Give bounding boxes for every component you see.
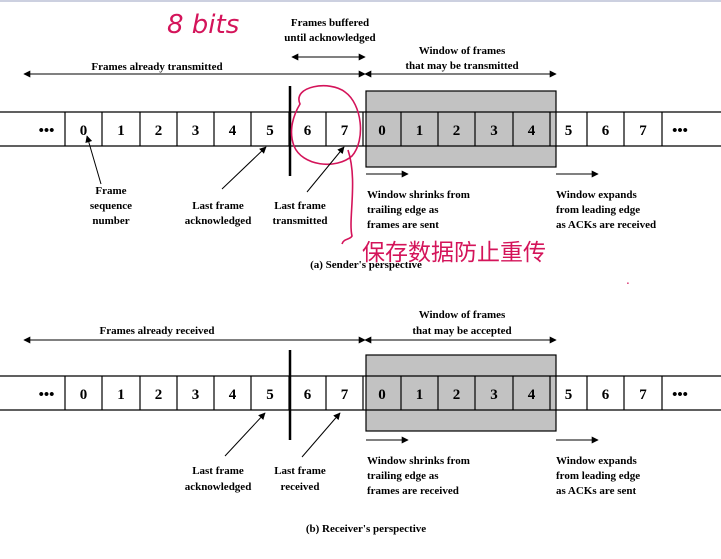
receiver-frame-number-6: 5 <box>266 387 274 403</box>
receiver-frame-number-2: 1 <box>117 387 125 403</box>
last-tx-arrow <box>306 146 345 193</box>
receiver-frame-number-0: ••• <box>39 387 55 403</box>
handwritten-chinese-note: 保存数据防止重传 <box>362 240 546 266</box>
recv-shrink-label-1: Window shrinks from <box>367 455 470 467</box>
last-ack-label-1: Last frame <box>192 200 244 212</box>
receiver-section: Window of frames that may be accepted Fr… <box>0 309 721 535</box>
recv-last-rx-label-1: Last frame <box>274 465 326 477</box>
shrink-label-3: frames are sent <box>367 219 439 231</box>
frame-seq-label-3: number <box>92 215 129 227</box>
send-window-box <box>365 90 557 168</box>
receiver-frame-number-10: 1 <box>416 387 424 403</box>
receiver-frame-number-7: 6 <box>304 387 312 403</box>
recv-last-ack-label-2: acknowledged <box>185 481 252 493</box>
sender-frame-strip: ••• 0 1 2 3 4 5 6 7 0 1 2 3 4 5 6 7 ••• <box>0 111 721 147</box>
sender-frame-number-1: 0 <box>80 123 88 139</box>
sender-frame-number-6: 5 <box>266 123 274 139</box>
window-title-2: that may be transmitted <box>405 60 518 72</box>
receiver-frame-number-13: 4 <box>528 387 536 403</box>
frame-seq-label-1: Frame <box>95 185 126 197</box>
sender-section: 8 bits Frames buffered until acknowledge… <box>0 10 721 287</box>
sender-frame-number-16: 7 <box>639 123 647 139</box>
sender-frame-number-2: 1 <box>117 123 125 139</box>
frames-buffered-label: Frames buffered <box>291 17 369 29</box>
recv-expand-label-1: Window expands <box>556 455 638 467</box>
frame-seq-label-2: sequence <box>90 200 132 212</box>
receiver-frame-number-5: 4 <box>229 387 237 403</box>
recv-shrink-label-2: trailing edge as <box>367 470 439 482</box>
recv-last-ack-arrow <box>224 412 266 457</box>
handwritten-circle <box>290 84 362 165</box>
sender-frame-number-14: 5 <box>565 123 573 139</box>
receiver-frame-number-16: 7 <box>639 387 647 403</box>
last-tx-label-2: transmitted <box>273 215 328 227</box>
sender-frame-number-5: 4 <box>229 123 237 139</box>
sender-frame-number-7: 6 <box>304 123 312 139</box>
frames-transmitted-label: Frames already transmitted <box>91 61 222 73</box>
receiver-frame-number-9: 0 <box>378 387 386 403</box>
receiver-frame-strip: ••• 0 1 2 3 4 5 6 7 0 1 2 3 4 5 6 7 ••• <box>0 375 721 411</box>
expand-label-1: Window expands <box>556 189 638 201</box>
receiver-frame-number-14: 5 <box>565 387 573 403</box>
recv-expand-label-2: from leading edge <box>556 470 640 482</box>
sender-frame-number-15: 6 <box>602 123 610 139</box>
recv-window-title-2: that may be accepted <box>412 325 511 337</box>
recv-last-rx-label-2: received <box>281 481 320 493</box>
sender-frame-number-0: ••• <box>39 123 55 139</box>
receiver-frame-number-11: 2 <box>453 387 461 403</box>
recv-last-rx-arrow <box>301 412 341 458</box>
sender-frame-number-8: 7 <box>341 123 349 139</box>
receiver-frame-number-15: 6 <box>602 387 610 403</box>
sender-frame-number-12: 3 <box>490 123 498 139</box>
shrink-label-1: Window shrinks from <box>367 189 470 201</box>
recv-window-title: Window of frames <box>419 309 506 321</box>
handwritten-stroke <box>341 149 354 245</box>
sender-frame-number-11: 2 <box>453 123 461 139</box>
frame-seq-arrow <box>85 135 102 185</box>
sender-frame-number-13: 4 <box>528 123 536 139</box>
receiver-frame-number-17: ••• <box>672 387 688 403</box>
recv-last-ack-label-1: Last frame <box>192 465 244 477</box>
recv-window-box <box>365 354 557 432</box>
last-ack-label-2: acknowledged <box>185 215 252 227</box>
recv-shrink-label-3: frames are received <box>367 485 459 497</box>
sender-frame-number-9: 0 <box>378 123 386 139</box>
receiver-frame-number-12: 3 <box>490 387 498 403</box>
expand-label-2: from leading edge <box>556 204 640 216</box>
receiver-frame-number-4: 3 <box>192 387 200 403</box>
sender-frame-number-10: 1 <box>416 123 424 139</box>
receiver-frame-number-8: 7 <box>341 387 349 403</box>
sender-frame-number-3: 2 <box>155 123 163 139</box>
recv-expand-label-3: as ACKs are sent <box>556 485 636 497</box>
sender-frame-number-4: 3 <box>192 123 200 139</box>
window-title: Window of frames <box>419 45 506 57</box>
sender-frame-number-17: ••• <box>672 123 688 139</box>
receiver-frame-number-3: 2 <box>155 387 163 403</box>
expand-label-3: as ACKs are received <box>556 219 656 231</box>
sender-caption: (a) Sender's perspective <box>310 259 422 271</box>
last-ack-arrow <box>221 146 267 190</box>
shrink-label-2: trailing edge as <box>367 204 439 216</box>
last-tx-label-1: Last frame <box>274 200 326 212</box>
ink-dot: . <box>626 273 630 287</box>
receiver-caption: (b) Receiver's perspective <box>306 523 426 535</box>
frames-buffered-label-2: until acknowledged <box>284 32 375 44</box>
frames-received-label: Frames already received <box>99 325 214 337</box>
receiver-frame-number-1: 0 <box>80 387 88 403</box>
handwritten-note: 8 bits <box>167 10 239 40</box>
